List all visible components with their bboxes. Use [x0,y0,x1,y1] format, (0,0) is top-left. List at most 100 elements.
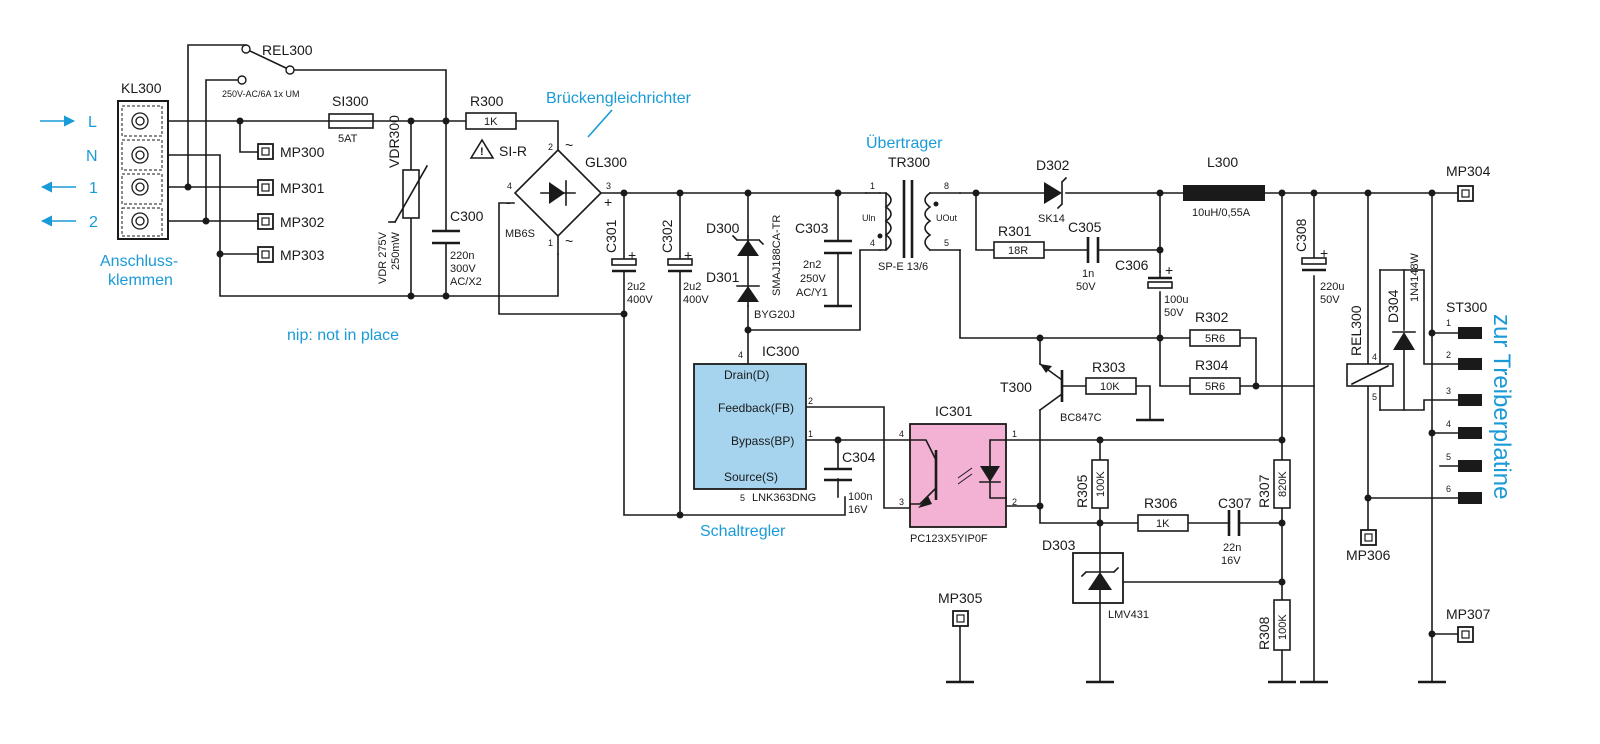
svg-text:100K: 100K [1277,614,1289,640]
svg-text:3: 3 [1446,386,1451,396]
c308-label: C308 [1293,218,1309,252]
svg-text:5: 5 [1372,392,1377,402]
svg-text:1: 1 [1012,429,1017,439]
svg-text:UOut: UOut [936,213,958,223]
gl300-label: GL300 [585,154,627,170]
driver-board-caption: zur Treiberplatine [1488,314,1515,499]
d303: D303 LMV431 [1042,537,1149,621]
r303: 10K R303 [1085,359,1137,395]
svg-text:-: - [506,194,511,210]
c304-label: C304 [842,449,876,465]
d300-part: SMAJ188CA-TR [771,215,783,296]
svg-text:50V: 50V [1076,281,1096,293]
d301-part: BYG20J [754,309,795,321]
r300-value: 1K [484,116,498,128]
kl300-terminal-block: KL300 L N 1 2 Anschluss- klemmen [40,80,178,289]
r308-label: R308 [1256,616,1272,650]
mp306-label: MP306 [1346,547,1391,563]
si300-value: 5AT [338,133,358,145]
ic301-optocoupler: IC301 PC123X5YIP0F 4 3 1 2 [899,403,1017,545]
r305-label: R305 [1074,474,1090,508]
svg-text:+: + [628,247,636,263]
d302: D302 SK14 [1036,157,1070,225]
mp307: MP307 [1446,606,1491,643]
svg-text:2: 2 [808,396,813,406]
svg-text:22n: 22n [1223,542,1241,554]
tr300-transformer: TR300 Übertrager SP-E 13/6 Uln UOut 1 4 … [862,134,961,273]
d300-label: D300 [706,220,740,236]
svg-text:400V: 400V [627,294,653,306]
ic300-label: IC300 [762,343,800,359]
svg-text:250V: 250V [800,273,826,285]
r307-label: R307 [1256,474,1272,508]
mp306: MP306 [1346,529,1391,563]
svg-text:1: 1 [548,238,553,248]
svg-text:18R: 18R [1008,245,1028,257]
svg-text:4: 4 [1372,352,1377,362]
ic301-label: IC301 [935,403,973,419]
vdr300-value2: 250mW [390,231,402,270]
svg-text:300V: 300V [450,263,476,275]
svg-text:5: 5 [944,238,949,248]
terminal-2-label: 2 [89,214,98,231]
r301: 18R R301 [993,223,1045,259]
ic300-part: LNK363DNG [752,492,816,504]
mp300-label: MP300 [280,144,325,160]
c308: + C308 220u 50V [1293,218,1344,306]
mp305: MP305 [938,590,983,627]
terminals-caption-line2: klemmen [108,272,173,289]
terminal-n-label: N [86,148,98,165]
bridge-caption: Brückengleichrichter [546,90,692,107]
c307-label: C307 [1218,495,1252,511]
c306: + C306 100u 50V [1115,257,1188,319]
svg-text:6: 6 [1446,484,1451,494]
svg-text:4: 4 [1446,419,1451,429]
svg-text:1n: 1n [1082,268,1094,280]
wiring [134,44,1465,683]
d300-d301: D300 D301 SMAJ188CA-TR BYG20J [706,215,795,321]
svg-text:4: 4 [899,429,904,439]
r300-label: R300 [470,93,504,109]
svg-text:4: 4 [738,350,743,360]
vdr300-value1: VDR 275V [377,231,389,284]
junctions [184,117,1436,638]
terminal-l-label: L [88,114,97,131]
r306-label: R306 [1144,495,1178,511]
svg-text:2: 2 [1446,350,1451,360]
mp301-label: MP301 [280,180,325,196]
mp302-label: MP302 [280,214,325,230]
rel300-coil: REL300 4 5 [1346,305,1394,402]
tr300-part: SP-E 13/6 [878,261,928,273]
gl300-bridge: GL300 MB6S 2 3 4 1 + - ~ ~ Brückengleich… [505,90,692,255]
svg-text:2u2: 2u2 [627,281,645,293]
svg-text:100u: 100u [1164,294,1188,306]
tr300-label: TR300 [888,154,930,170]
st300-connector: ST300 1 2 3 4 5 6 zur Treiberplatine [1439,299,1515,504]
svg-text:5: 5 [1446,452,1451,462]
c304: C304 100n 16V [824,449,876,516]
r300: 1K R300 ! SI-R [465,93,527,159]
rel300-rating: 250V-AC/6A 1x UM [222,89,300,99]
d303-part: LMV431 [1108,609,1149,621]
svg-text:+: + [684,247,692,263]
mp304: MP304 [1446,163,1491,202]
terminals-caption-line1: Anschluss- [100,253,178,270]
si300-fuse: SI300 5AT [328,93,374,145]
svg-text:400V: 400V [683,294,709,306]
svg-text:16V: 16V [1221,555,1241,567]
ic300-pin-source: Source(S) [724,470,778,484]
c300-label: C300 [450,208,484,224]
svg-text:2: 2 [1012,497,1017,507]
r300-note: SI-R [499,143,527,159]
l300-value: 10uH/0,55A [1192,207,1251,219]
r301-label: R301 [998,223,1032,239]
mp303-label: MP303 [280,247,325,263]
svg-text:AC/X2: AC/X2 [450,276,482,288]
mp307-label: MP307 [1446,606,1491,622]
svg-text:5R6: 5R6 [1205,381,1225,393]
r305: 100K R305 [1074,459,1109,509]
r308: 100K R308 [1256,599,1291,651]
r302-r304: 5R6 R302 5R6 R304 [1189,309,1241,395]
d304-part: 1N4148W [1409,252,1421,302]
